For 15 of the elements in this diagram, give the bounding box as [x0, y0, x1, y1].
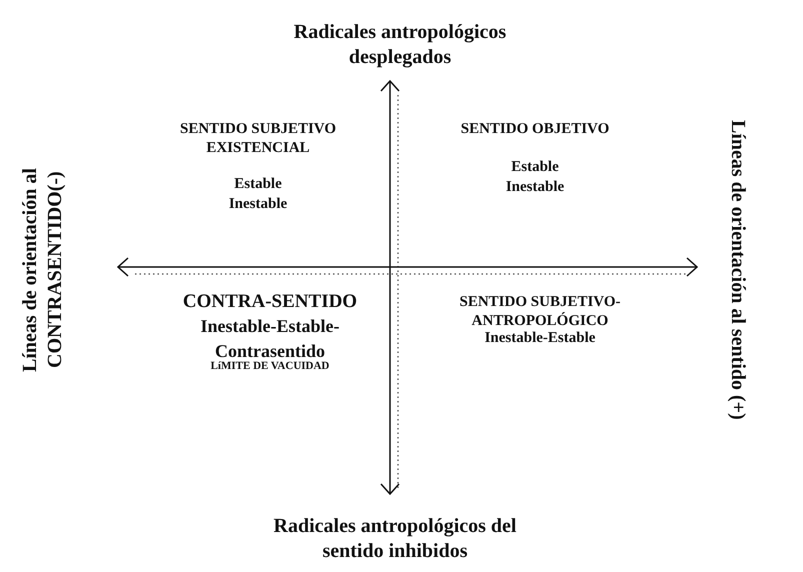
quadrant-title: SENTIDO OBJETIVO	[460, 120, 610, 139]
quadrant-text: Estable	[510, 158, 560, 177]
quadrant-title: SENTIDO SUBJETIVO EXISTENCIAL	[179, 120, 337, 158]
quadrant-title: SENTIDO SUBJETIVO-ANTROPOLÓGICO	[458, 293, 622, 330]
quadrant-text: Inestable	[228, 195, 288, 214]
quadrant-text: Estable	[233, 175, 283, 194]
quadrant-text: Inestable-Estable-Contrasentido	[200, 315, 340, 362]
quadrant-text: Inestable-Estable	[484, 329, 596, 348]
axis-title: Líneas de orientación al CONTRASENTIDO(-)	[18, 167, 67, 374]
axis-title: Radicales antropológicos desplegados	[292, 20, 508, 70]
quadrant-title: CONTRA-SENTIDO	[182, 290, 358, 314]
quadrant-text: Inestable	[504, 178, 566, 197]
quadrant-note: LíMITE DE VACUIDAD	[210, 360, 330, 374]
axis-title: Líneas de orientación al sentido (+)	[726, 119, 750, 422]
axis-title: Radicales antropológicos del sentido inhibidos	[272, 514, 518, 564]
